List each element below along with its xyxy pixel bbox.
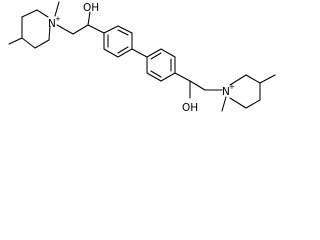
positive-charge-left: + xyxy=(55,15,61,23)
benzene-ring-left xyxy=(103,25,133,58)
chemical-structure-diagram: N + OH OH N xyxy=(8,1,276,114)
right-linker xyxy=(174,72,223,99)
benzene-ring-right xyxy=(146,48,176,82)
left-linker xyxy=(56,11,105,35)
positive-charge-right: + xyxy=(229,83,235,91)
right-piperidinium-ring xyxy=(229,74,261,109)
nitrogen-right-label: N xyxy=(222,86,230,98)
right-ring-methyl xyxy=(259,74,276,84)
left-piperidinium-ring xyxy=(21,9,51,49)
left-ring-methyl xyxy=(8,37,23,45)
right-n-methyl xyxy=(221,96,227,112)
hydroxyl-bottom-label: OH xyxy=(182,102,198,114)
hydroxyl-top-label: OH xyxy=(83,2,99,14)
nitrogen-left-label: N xyxy=(48,18,56,30)
biphenyl-bond xyxy=(131,48,148,58)
left-n-methyl xyxy=(54,1,60,17)
